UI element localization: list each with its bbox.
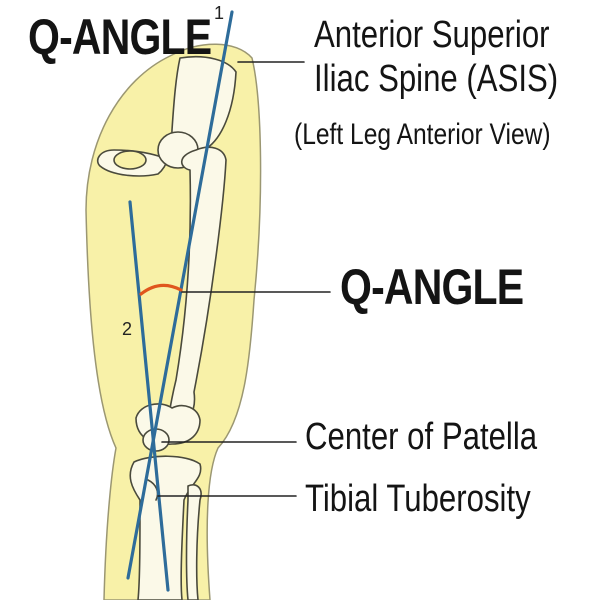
q-angle-arc bbox=[139, 283, 183, 296]
patella-to-tuberosity-line bbox=[128, 200, 170, 592]
title: Q-ANGLE bbox=[28, 9, 212, 65]
center-of-patella-label: Center of Patella bbox=[305, 416, 538, 458]
tibial-tuberosity-label: Tibial Tuberosity bbox=[305, 478, 531, 520]
asis-label-line2: Iliac Spine (ASIS) bbox=[314, 58, 559, 100]
asis-label-line1: Anterior Superior bbox=[314, 14, 550, 56]
view-label: (Left Leg Anterior View) bbox=[294, 118, 551, 151]
line-number-1: 1 bbox=[214, 3, 225, 23]
pelvis-foramen bbox=[113, 150, 147, 170]
line-number-2: 2 bbox=[122, 319, 133, 339]
fibula-bone bbox=[185, 484, 202, 600]
tibia-bone bbox=[129, 455, 202, 600]
asis-to-patella-line bbox=[126, 10, 234, 580]
q-angle-label: Q-ANGLE bbox=[340, 259, 524, 315]
